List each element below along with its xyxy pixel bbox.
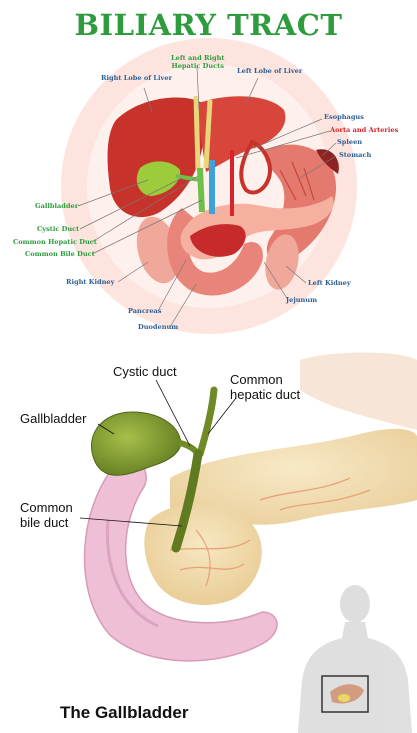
biliary-tract-panel: BILIARY TRACT	[0, 0, 417, 350]
label-cystic-duct: Cystic Duct	[37, 226, 79, 233]
label-common-hepatic-line1: Common	[230, 372, 300, 387]
gallbladder-illustration	[0, 350, 417, 733]
label-aorta: Aorta and Arteries	[330, 127, 398, 134]
label-common-hepatic-duct: Common Hepatic Duct	[13, 239, 97, 246]
label-left-kidney: Left Kidney	[308, 280, 351, 287]
body-silhouette-inset	[298, 585, 412, 733]
label-left-right-hepatic-line2: Hepatic Ducts	[171, 63, 224, 70]
label-right-lobe: Right Lobe of Liver	[101, 75, 172, 82]
label-esophagus: Esophagus	[324, 114, 364, 121]
label-jejunum: Jejunum	[286, 297, 317, 304]
gallbladder	[91, 412, 180, 475]
label-common-bile-duct: Common bile duct	[20, 500, 73, 530]
label-duodenum: Duodenum	[138, 324, 178, 331]
label-left-right-hepatic-ducts: Left and Right Hepatic Ducts	[171, 55, 224, 69]
label-spleen: Spleen	[337, 139, 362, 146]
label-pancreas: Pancreas	[128, 308, 162, 315]
common-hepatic-duct	[200, 390, 214, 454]
label-common-bile-line2: bile duct	[20, 515, 73, 530]
label-common-hepatic-line2: hepatic duct	[230, 387, 300, 402]
biliary-tract-title: BILIARY TRACT	[0, 8, 417, 42]
pancreas-head	[144, 505, 261, 605]
label-common-bile-duct: Common Bile Duct	[25, 251, 95, 258]
label-gallbladder: Gallbladder	[20, 411, 87, 426]
label-common-bile-line1: Common	[20, 500, 73, 515]
biliary-tract-illustration	[0, 0, 417, 350]
gallbladder-caption: The Gallbladder	[60, 703, 188, 723]
common-bile-duct	[200, 168, 202, 212]
label-right-kidney: Right Kidney	[66, 279, 114, 286]
gallbladder-panel: Cystic duct Common hepatic duct Gallblad…	[0, 350, 417, 733]
label-gallbladder: Gallbladder	[35, 203, 78, 210]
stomach-outline	[300, 353, 417, 431]
label-cystic-duct: Cystic duct	[113, 364, 177, 379]
label-left-lobe: Left Lobe of Liver	[237, 68, 302, 75]
label-common-hepatic-duct: Common hepatic duct	[230, 372, 300, 402]
label-left-right-hepatic-line1: Left and Right	[171, 55, 224, 62]
label-stomach: Stomach	[339, 152, 371, 159]
